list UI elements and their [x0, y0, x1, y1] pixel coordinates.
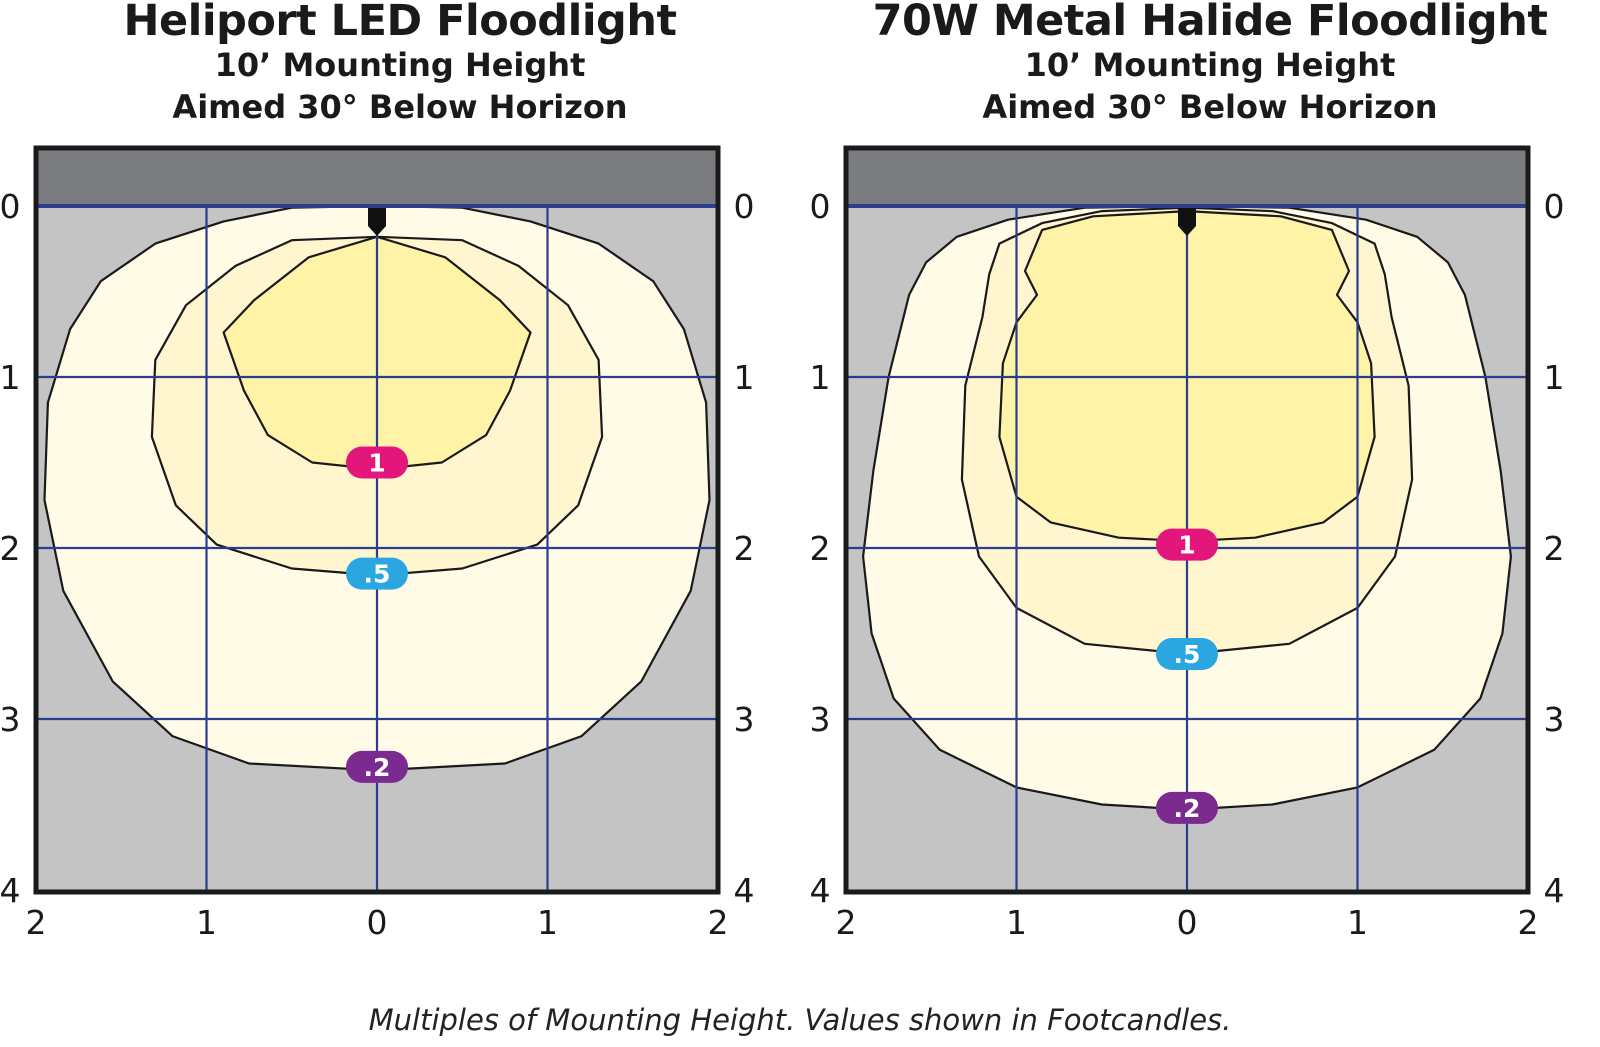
chart-title: Heliport LED Floodlight: [123, 0, 677, 46]
y-tick-label-right: 1: [1544, 358, 1565, 397]
chart-subtitle-height: 10’ Mounting Height: [214, 46, 586, 84]
ceiling-band: [36, 148, 718, 206]
ceiling-band: [846, 148, 1528, 206]
contour-label-pill: [346, 750, 408, 783]
plot-frame: [33, 145, 721, 895]
y-tick-label-left: 1: [810, 358, 831, 397]
y-tick-label-left: 1: [0, 358, 21, 397]
chart-subtitle-height: 10’ Mounting Height: [1024, 46, 1396, 84]
chart-subtitle-aim: Aimed 30° Below Horizon: [982, 88, 1438, 126]
y-tick-label-left: 4: [810, 871, 831, 910]
fixture-icon: [368, 208, 386, 226]
y-tick-label-right: 3: [1544, 700, 1565, 739]
contour-label-pill: [1156, 528, 1218, 561]
contour-label-pill: [1156, 791, 1218, 824]
contour-label: .5: [346, 557, 408, 590]
y-tick-label-left: 2: [0, 529, 21, 568]
y-tick-label-left: 3: [810, 700, 831, 739]
chart-caption: Multiples of Mounting Height. Values sho…: [368, 1003, 1232, 1037]
x-tick-label: 2: [708, 903, 729, 942]
chart-panel-metal-halide: 70W Metal Halide Floodlight 10’ Mounting…: [810, 0, 1600, 1000]
x-tick-label: 0: [1177, 903, 1198, 942]
contour-label-pill: [346, 557, 408, 590]
contour-label: .2: [346, 750, 408, 783]
y-tick-label-left: 2: [810, 529, 831, 568]
contour-label: 1: [346, 446, 408, 479]
y-tick-label-left: 0: [810, 187, 831, 226]
contour-label-text: .2: [1174, 794, 1201, 823]
y-tick-label-right: 2: [1544, 529, 1565, 568]
contour-label: 1: [1156, 528, 1218, 561]
x-tick-label: 2: [836, 903, 857, 942]
contour-label-text: .2: [364, 753, 391, 782]
y-tick-label-right: 2: [734, 529, 755, 568]
x-tick-label: 2: [26, 903, 47, 942]
y-tick-label-right: 4: [1544, 871, 1565, 910]
chart-title: 70W Metal Halide Floodlight: [872, 0, 1548, 46]
y-tick-label-left: 0: [0, 187, 21, 226]
contour-label-text: 1: [368, 449, 385, 478]
y-tick-label-right: 0: [1544, 187, 1565, 226]
contour-label-text: .5: [364, 560, 391, 589]
contour-label-text: 1: [1178, 531, 1195, 560]
x-tick-label: 1: [1347, 903, 1368, 942]
y-tick-label-right: 3: [734, 700, 755, 739]
y-tick-label-left: 3: [0, 700, 21, 739]
x-tick-label: 1: [537, 903, 558, 942]
contour-label-text: .5: [1174, 640, 1201, 669]
chart-panel-led: Heliport LED Floodlight 10’ Mounting Hei…: [0, 0, 800, 1000]
contour-label: .5: [1156, 638, 1218, 671]
plot-frame: [843, 145, 1531, 895]
fixture-beam-icon: [1178, 226, 1196, 236]
contour-label-pill: [346, 446, 408, 479]
y-tick-label-right: 0: [734, 187, 755, 226]
chart-subtitle-aim: Aimed 30° Below Horizon: [172, 88, 628, 126]
x-tick-label: 2: [1518, 903, 1539, 942]
fixture-beam-icon: [368, 226, 386, 236]
contour-label-pill: [1156, 638, 1218, 671]
y-tick-label-left: 4: [0, 871, 21, 910]
fixture-icon: [1178, 208, 1196, 226]
y-tick-label-right: 4: [734, 871, 755, 910]
y-tick-label-right: 1: [734, 358, 755, 397]
x-tick-label: 1: [196, 903, 217, 942]
x-tick-label: 0: [367, 903, 388, 942]
contour-label: .2: [1156, 791, 1218, 824]
x-tick-label: 1: [1006, 903, 1027, 942]
